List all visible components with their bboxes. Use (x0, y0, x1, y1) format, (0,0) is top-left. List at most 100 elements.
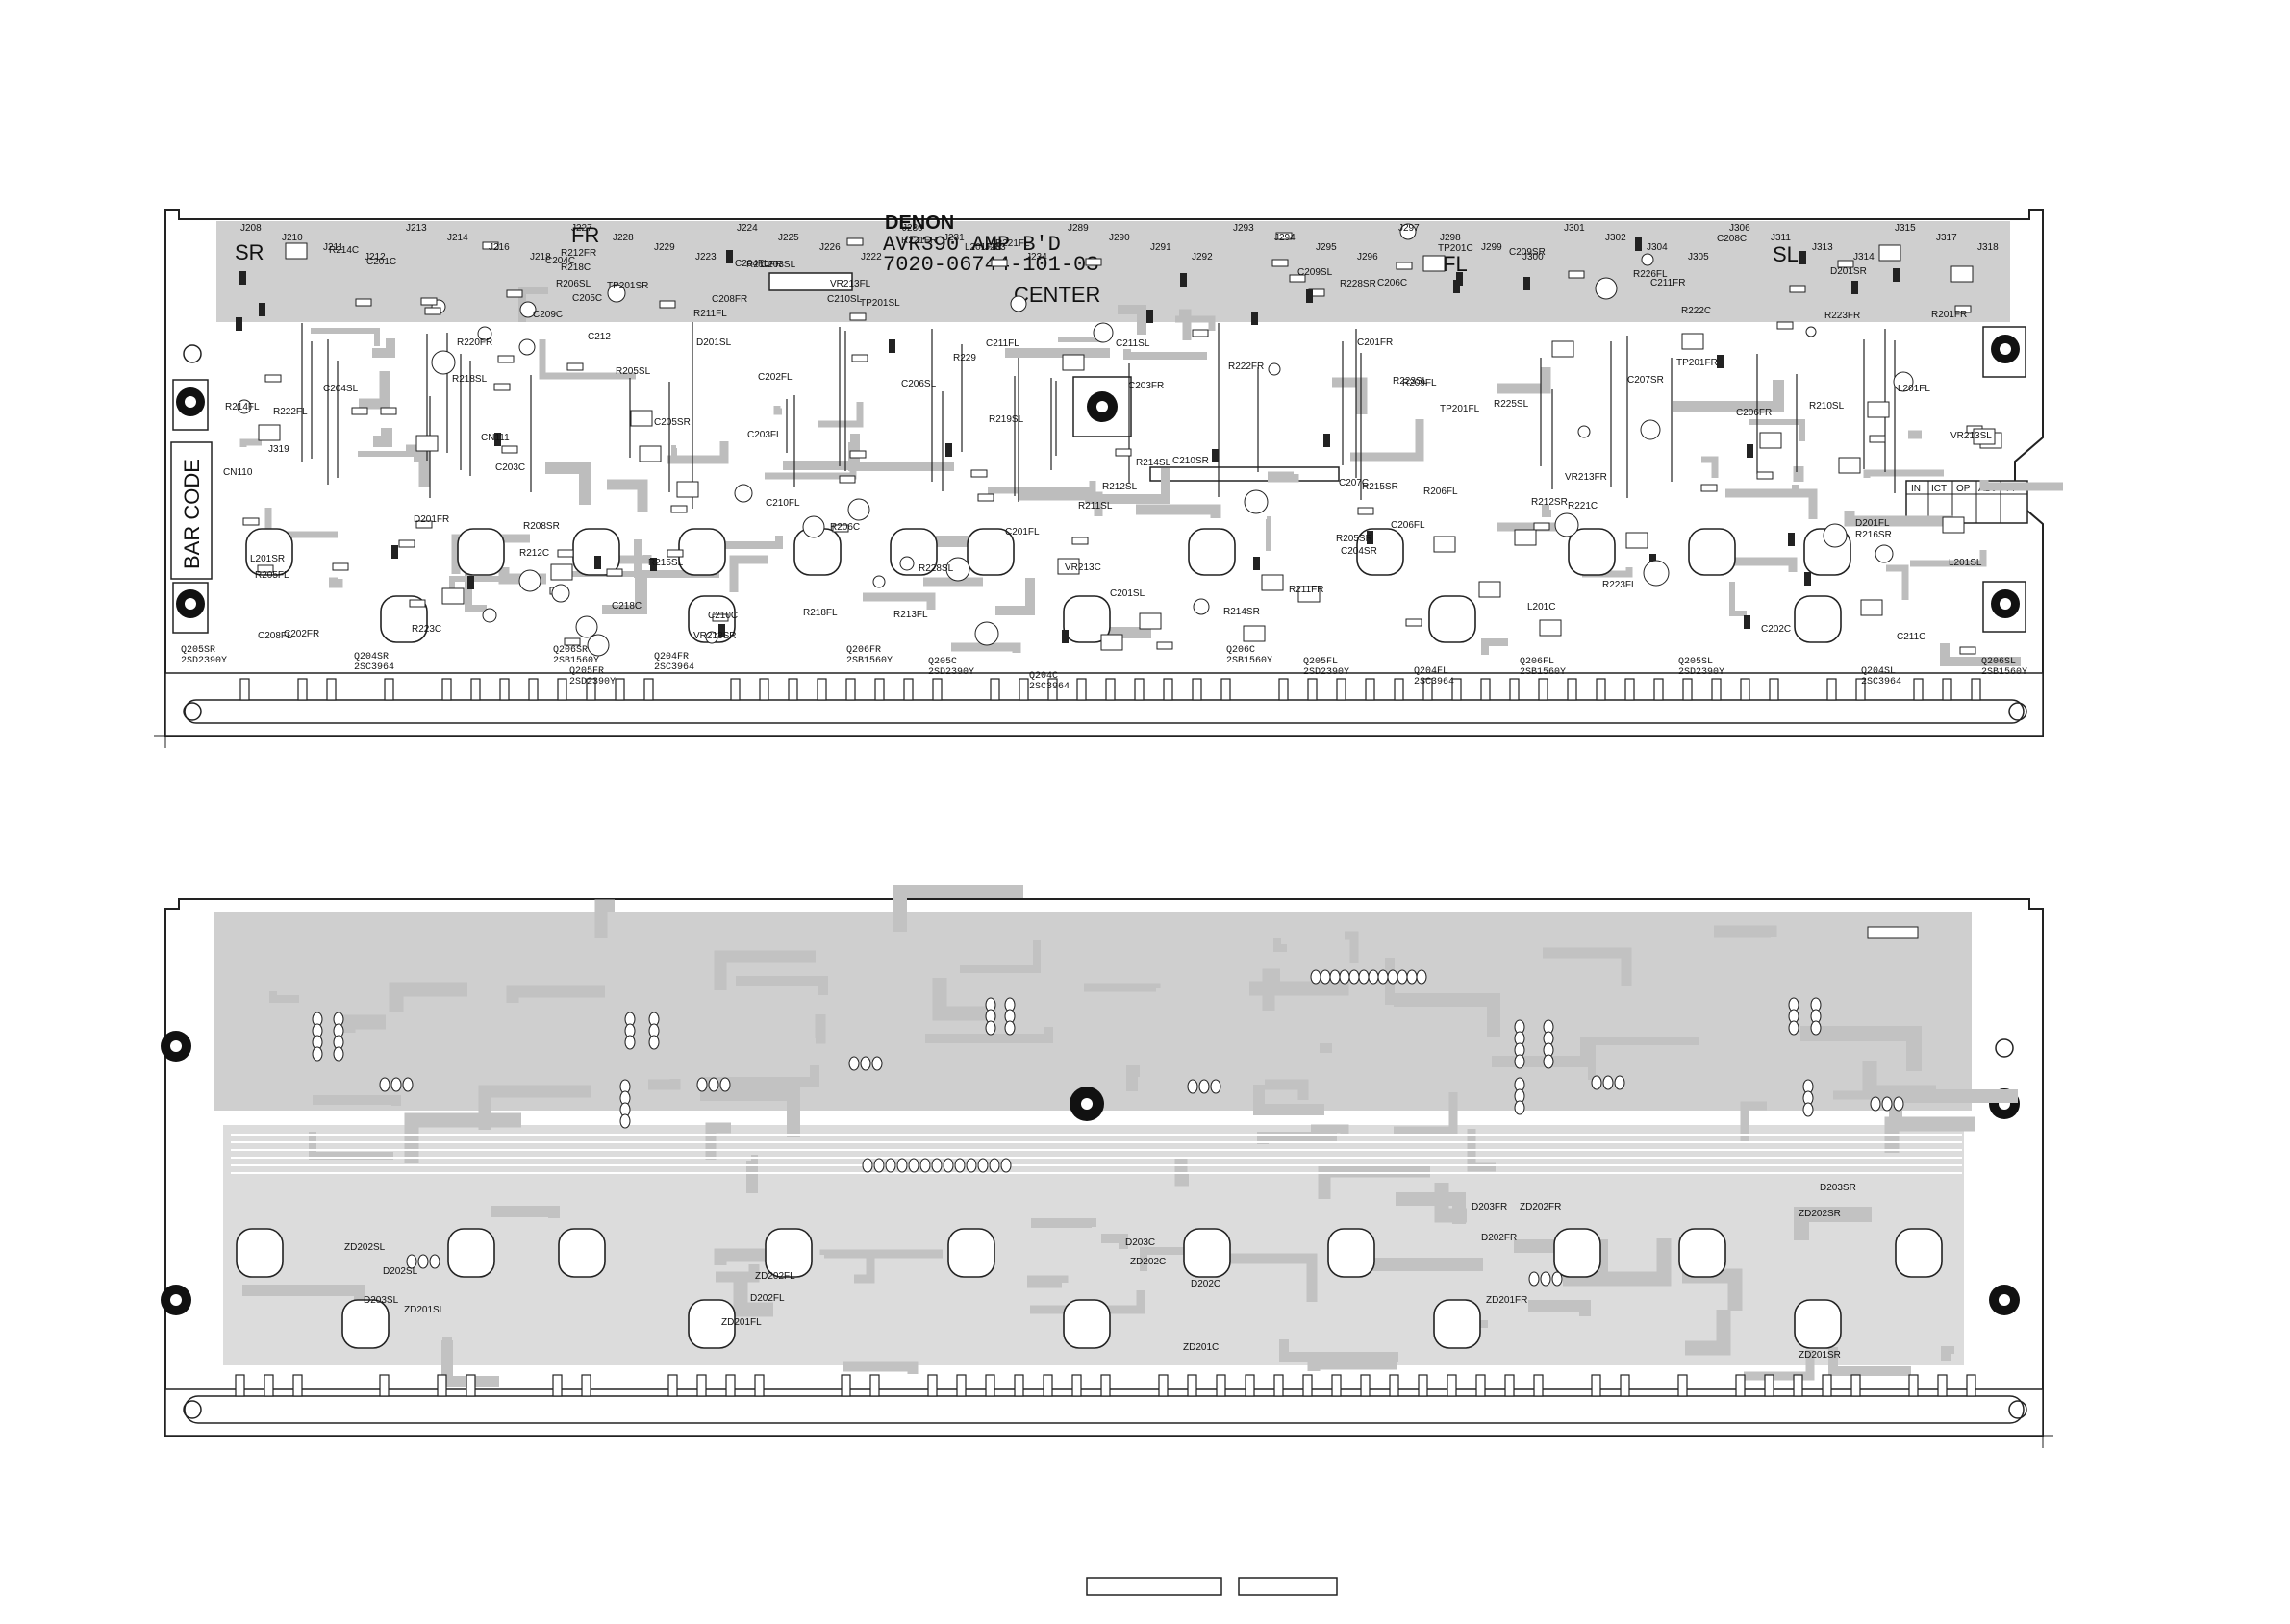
pin (1653, 678, 1664, 701)
component-ref-label: R205SR (1336, 534, 1372, 544)
resistor (1700, 484, 1718, 492)
component-ref-label: CN111 (481, 433, 510, 443)
transistor-ref-label: Q205FR (569, 666, 604, 677)
ic-package (1681, 333, 1704, 350)
bar-code-box (170, 441, 213, 580)
component-ref-label: R222FL (273, 407, 308, 417)
smd-part (259, 303, 265, 316)
via (931, 1158, 943, 1173)
resistor (1756, 471, 1774, 480)
jumper-label: J227 (571, 223, 592, 234)
jumper-label: J234 (1026, 252, 1047, 262)
capacitor (518, 569, 541, 592)
bottom-board: ZD202SLD202SLD203SLZD201SLZD202FLZD201FL… (161, 885, 2044, 1437)
trace (854, 1255, 875, 1284)
trace (1118, 305, 1146, 335)
trace (607, 479, 648, 512)
smd-part (1306, 289, 1313, 303)
pin (528, 678, 539, 701)
component-ref-label: C201SL (1110, 588, 1145, 599)
via (954, 1158, 966, 1173)
ic-package (1139, 612, 1162, 630)
jumper-label: J315 (1895, 223, 1916, 234)
pin (1769, 678, 1779, 701)
component-ref-label: R215SL (648, 558, 684, 568)
trace (819, 1249, 943, 1259)
pin (264, 1374, 274, 1397)
resistor (846, 237, 864, 246)
component-ref-label: R206C (830, 522, 860, 533)
resistor (1837, 260, 1854, 268)
diode-label: ZD201SR (1799, 1350, 1841, 1361)
trace (602, 578, 647, 614)
bottom-transistor-pads (236, 1228, 1943, 1349)
capacitor (519, 301, 537, 318)
capacitor (1193, 598, 1210, 615)
capacitor (575, 615, 598, 638)
component-ref-label: VR213FR (1565, 472, 1607, 483)
component-ref-label: R218SL (452, 374, 488, 385)
diode-label: ZD202FR (1520, 1202, 1561, 1212)
component-ref-label: C207C (1339, 478, 1369, 488)
ic-package (1759, 432, 1782, 449)
trace (960, 940, 1041, 973)
trace (340, 1014, 386, 1033)
ic-package (1100, 634, 1123, 651)
ic-package (1422, 255, 1446, 272)
trace (242, 1285, 365, 1302)
bottom-traces (231, 885, 2018, 1387)
via (417, 1254, 429, 1269)
capacitor (1640, 419, 1661, 440)
jumper-label: J222 (861, 252, 882, 262)
trace (714, 950, 816, 990)
transistor-pad (1678, 1228, 1726, 1278)
component-ref-label: R221FR (901, 236, 937, 246)
component-ref-label: R214SR (1223, 607, 1260, 617)
trace (1005, 348, 1110, 358)
capacitor (237, 399, 252, 414)
trace (1207, 1253, 1318, 1302)
transistor-type-label: 2SB1560Y (846, 656, 893, 666)
smd-part (1253, 557, 1260, 570)
resistor (264, 374, 282, 383)
connector-cn111 (1149, 466, 1340, 482)
via (1514, 1054, 1525, 1069)
smd-part (1453, 280, 1460, 293)
via (1551, 1271, 1563, 1287)
component-ref-label: CN110 (223, 467, 253, 478)
transistor-type-label: 2SC3964 (1414, 677, 1454, 687)
transistor-ref-label: Q206FL (1520, 657, 1554, 667)
component-ref-label: R211SL (1078, 501, 1113, 512)
jumper-label: J294 (1274, 233, 1296, 243)
via (1377, 969, 1389, 985)
trace (539, 339, 636, 380)
pin (1826, 678, 1837, 701)
resistor (970, 469, 988, 478)
via (406, 1254, 417, 1269)
trace (594, 899, 615, 938)
resistor (1959, 646, 1976, 655)
pin (1302, 1374, 1313, 1397)
trace (491, 1206, 560, 1218)
pin (1220, 678, 1231, 701)
pin (1509, 678, 1520, 701)
pin (557, 678, 567, 701)
trace (1844, 511, 1953, 527)
trace (733, 1282, 773, 1317)
resistor (415, 520, 433, 529)
component-ref-label: C211FL (986, 338, 1019, 349)
via (312, 1046, 323, 1062)
ic-package (1860, 599, 1883, 616)
capacitor (551, 584, 570, 603)
via (333, 1046, 344, 1062)
via (1870, 1096, 1881, 1112)
pin (985, 1374, 995, 1397)
pin (788, 678, 798, 701)
trace (667, 441, 729, 464)
check-ict: ICT (1931, 484, 1947, 494)
smd-part (726, 250, 733, 263)
trace (1273, 938, 1287, 952)
component-ref-label: R211FL (693, 309, 727, 319)
via (1810, 1020, 1822, 1036)
